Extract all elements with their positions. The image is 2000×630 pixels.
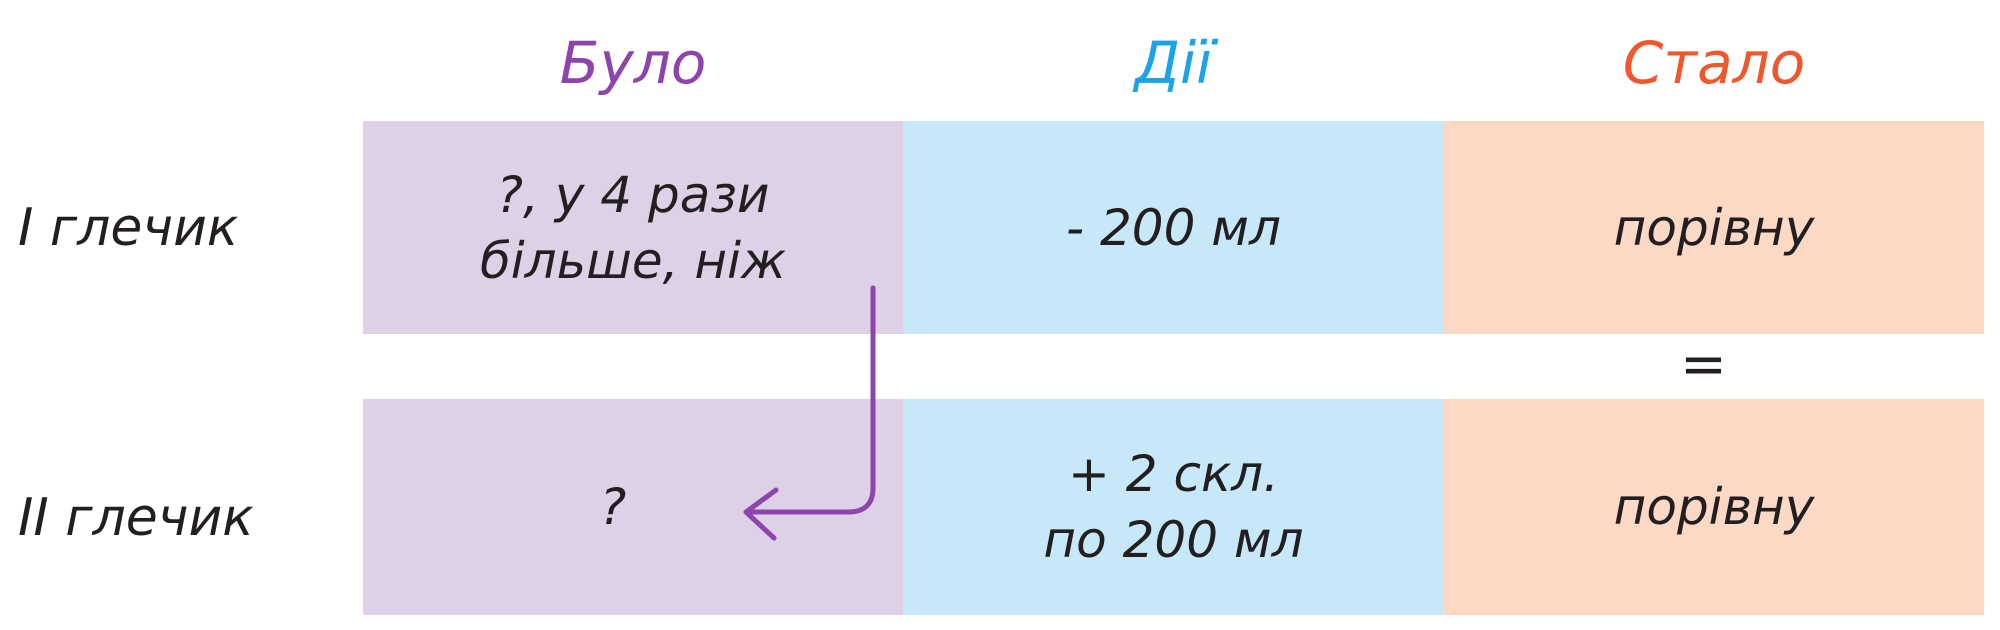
cell-was-2: ? [363, 399, 903, 615]
header-became: Стало [1622, 29, 1806, 97]
cell-action-2: + 2 скл. по 200 мл [903, 399, 1444, 615]
header-actions: Дії [1134, 29, 1213, 97]
header-was: Було [559, 29, 707, 97]
row-label-2: II глечик [18, 488, 254, 548]
cell-action-1: - 200 мл [903, 121, 1444, 334]
cell-text: ?, у 4 рази [496, 165, 770, 224]
cell-was-1: ?, у 4 рази більше, ніж [363, 121, 903, 334]
cell-text: більше, ніж [479, 231, 787, 290]
cell-text: ? [599, 478, 627, 536]
cell-text: - 200 мл [1066, 198, 1281, 257]
cell-text: + 2 скл. [1067, 445, 1280, 503]
cell-text: по 200 мл [1043, 511, 1304, 569]
cell-text: порівну [1613, 198, 1815, 257]
row-label-1: I глечик [18, 198, 239, 258]
cell-became-1: порівну [1444, 121, 1984, 334]
equals-sign: = [1680, 332, 1727, 397]
cell-text: порівну [1613, 478, 1815, 536]
cell-became-2: порівну [1444, 399, 1984, 615]
